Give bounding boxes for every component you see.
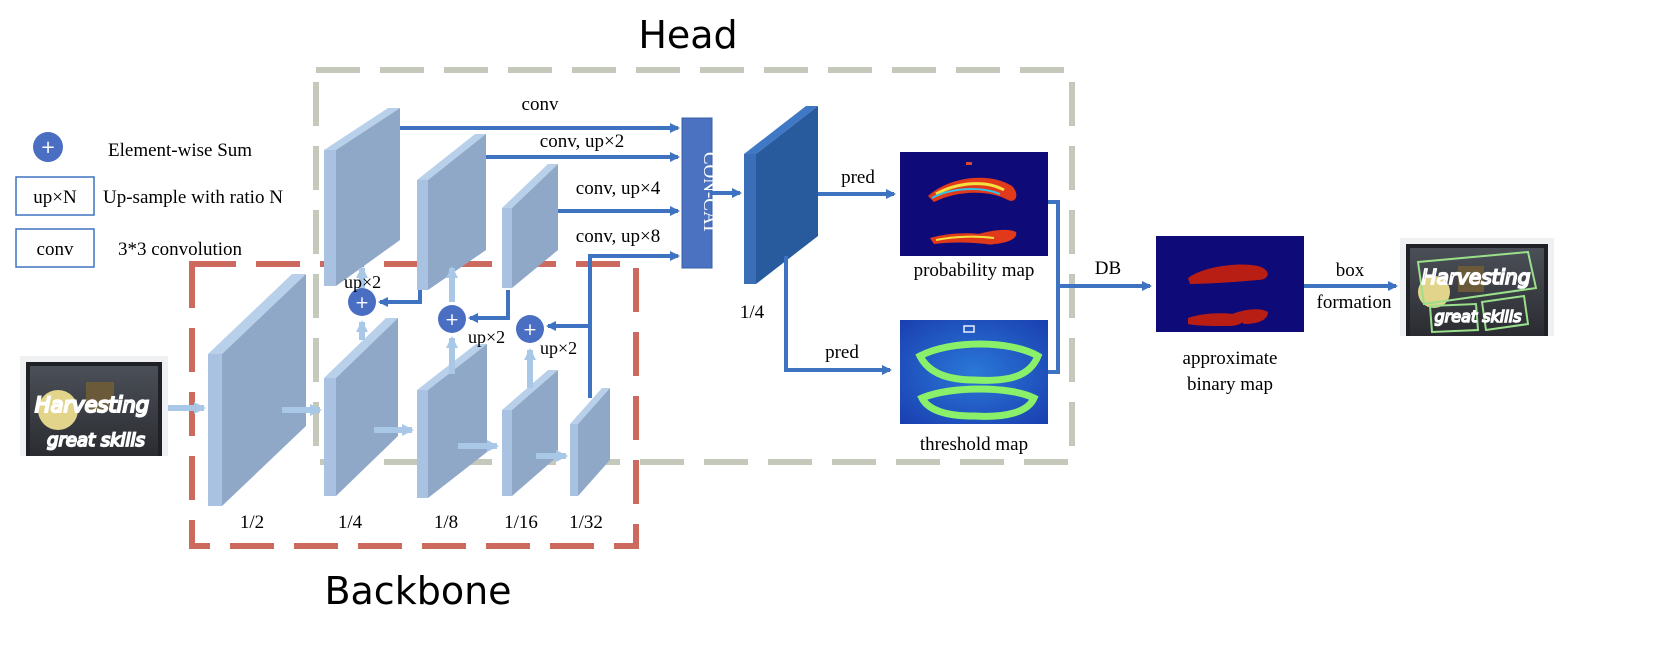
output-image: Harvesting great skills	[1400, 238, 1554, 336]
sum-node-3-symbol: +	[523, 320, 537, 340]
probability-map-label: probability map	[914, 260, 1035, 281]
fused-scale-label: 1/4	[740, 302, 765, 323]
output-image-text-1: Harvesting	[1422, 265, 1531, 289]
pred-top-label: pred	[841, 167, 875, 188]
upsample-label-3: up×2	[540, 338, 577, 358]
upsample-label-1: up×2	[344, 272, 381, 292]
backbone-features	[208, 274, 610, 506]
legend-conv-label: 3*3 convolution	[118, 239, 243, 260]
branch-label-conv-up4: conv, up×4	[576, 178, 661, 199]
input-image: Harvesting great skills	[20, 356, 168, 456]
probability-map-image	[900, 152, 1048, 256]
sum-node-2	[438, 305, 466, 333]
branch-label-conv: conv	[522, 94, 559, 115]
legend-upsample-box-text: up×N	[33, 187, 77, 208]
legend-upsample-box	[15, 176, 95, 216]
upsample-label-2: up×2	[468, 327, 505, 347]
fpn-feature-p1	[324, 108, 400, 286]
sum-node-1	[348, 288, 376, 316]
box-label-2: formation	[1317, 292, 1392, 313]
db-merge-arrows	[1048, 200, 1152, 374]
scale-label-1-32: 1/32	[569, 512, 603, 533]
scale-label-1-8: 1/8	[434, 512, 458, 533]
concat-branches	[400, 123, 680, 398]
scale-label-1-16: 1/16	[504, 512, 538, 533]
legend: + Element-wise Sum up×N Up-sample with r…	[15, 132, 283, 268]
input-image-text-2: great skills	[47, 430, 145, 451]
sum-node-1-symbol: +	[355, 293, 369, 313]
sum-nodes: + + +	[348, 288, 544, 343]
legend-conv-box-text: conv	[37, 239, 74, 260]
box-label-1: box	[1336, 260, 1365, 281]
fpn-feature-p3	[502, 164, 558, 288]
legend-upsample-label: Up-sample with ratio N	[103, 187, 283, 208]
sum-node-3	[516, 315, 544, 343]
backbone-title: Backbone	[324, 569, 511, 613]
threshold-map-label: threshold map	[920, 434, 1028, 455]
backbone-feature-1-16	[502, 370, 558, 496]
legend-conv-box	[15, 228, 95, 268]
backbone-feature-1-4	[324, 318, 398, 496]
threshold-map-image	[900, 320, 1048, 424]
input-image-text-1: Harvesting	[35, 393, 149, 417]
backbone-forward-arrows	[168, 402, 568, 462]
output-image-text-2: great skills	[1434, 307, 1521, 326]
fpn-features	[324, 108, 558, 290]
legend-sum-symbol: +	[40, 137, 55, 158]
binary-map-image	[1156, 236, 1304, 332]
branch-label-conv-up8: conv, up×8	[576, 226, 660, 247]
legend-sum-icon	[33, 132, 63, 162]
sum-node-2-symbol: +	[445, 310, 459, 330]
pred-arrows	[784, 189, 896, 375]
branch-label-conv-up2: conv, up×2	[540, 131, 624, 152]
concat-label: CON-CAT	[699, 152, 720, 235]
backbone-feature-1-2	[208, 274, 306, 506]
fused-feature	[744, 106, 818, 284]
scale-label-1-4: 1/4	[338, 512, 363, 533]
backbone-feature-1-32	[570, 388, 610, 496]
scale-label-1-2: 1/2	[240, 512, 264, 533]
lateral-arrows	[356, 266, 536, 388]
head-title: Head	[638, 13, 737, 57]
pred-bottom-label: pred	[825, 342, 859, 363]
legend-sum-label: Element-wise Sum	[108, 140, 252, 161]
binary-map-label-2: binary map	[1187, 374, 1273, 395]
db-label: DB	[1095, 258, 1121, 279]
binary-map-label-1: approximate	[1183, 348, 1278, 369]
fpn-feature-p2	[417, 134, 486, 290]
